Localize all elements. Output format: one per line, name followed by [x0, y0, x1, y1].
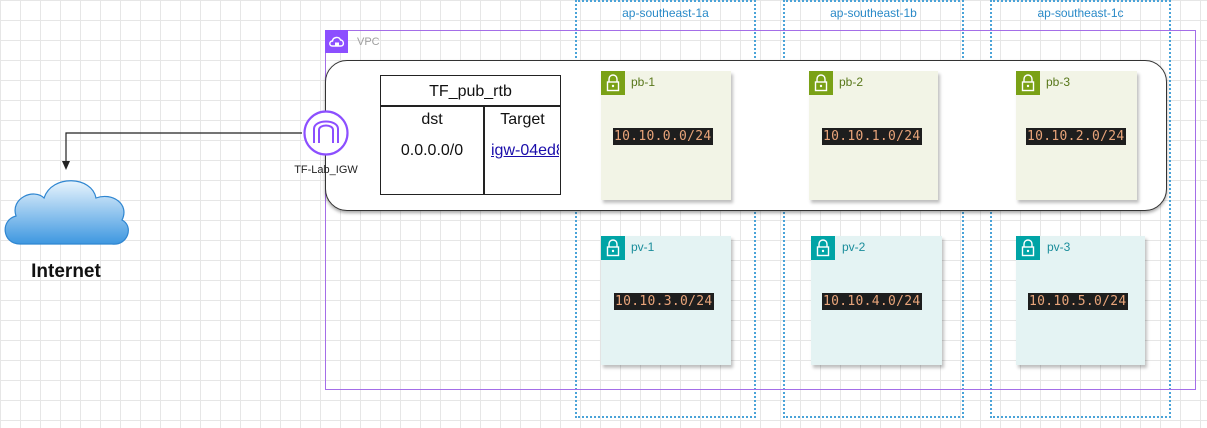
route-table-header-dst: dst [421, 111, 443, 128]
route-table[interactable]: TF_pub_rtb dst Target 0.0.0.0/0 igw-04ed… [380, 75, 561, 195]
igw-to-internet-arrow [62, 132, 302, 170]
subnet-name: pb-3 [1046, 75, 1071, 89]
private-subnet-pv-3[interactable]: pv-3 10.10.5.0/24 [1016, 236, 1145, 365]
public-subnet-pb-3[interactable]: pb-3 10.10.2.0/24 [1016, 71, 1137, 200]
padlock-icon [601, 71, 625, 95]
subnet-cidr: 10.10.3.0/24 [614, 293, 714, 310]
az-label-1b: ap-southeast-1b [830, 6, 917, 20]
internet-gateway-icon[interactable] [302, 109, 350, 157]
route-table-divider-v [483, 105, 485, 195]
subnet-name: pb-1 [631, 75, 656, 89]
route-table-header-target: Target [500, 111, 545, 128]
internet-label: Internet [31, 261, 101, 282]
private-subnet-pv-1[interactable]: pv-1 10.10.3.0/24 [601, 236, 731, 365]
subnet-name: pb-2 [839, 75, 864, 89]
route-table-divider-h [381, 105, 560, 107]
subnet-cidr: 10.10.4.0/24 [822, 293, 922, 310]
padlock-icon [811, 236, 835, 260]
internet-cloud-icon[interactable] [0, 168, 132, 252]
route-table-cell-dst: 0.0.0.0/0 [400, 142, 464, 159]
az-label-1a: ap-southeast-1a [622, 6, 709, 20]
padlock-icon [809, 71, 833, 95]
subnet-name: pv-2 [842, 240, 866, 254]
route-table-cell-target-link[interactable]: igw-04ed8 [491, 142, 559, 159]
igw-label: TF-Lab_IGW [294, 164, 358, 176]
vpc-box[interactable] [325, 30, 1196, 390]
az-label-1c: ap-southeast-1c [1037, 6, 1124, 20]
private-subnet-pv-2[interactable]: pv-2 10.10.4.0/24 [811, 236, 942, 365]
public-subnet-pb-2[interactable]: pb-2 10.10.1.0/24 [809, 71, 938, 200]
subnet-cidr: 10.10.0.0/24 [613, 128, 713, 145]
subnet-name: pv-3 [1047, 240, 1071, 254]
subnet-cidr: 10.10.1.0/24 [822, 128, 922, 145]
subnet-cidr: 10.10.5.0/24 [1028, 293, 1128, 310]
vpc-cloud-lock-icon [325, 30, 348, 53]
padlock-icon [601, 236, 625, 260]
padlock-icon [1016, 236, 1040, 260]
padlock-icon [1016, 71, 1040, 95]
subnet-cidr: 10.10.2.0/24 [1026, 128, 1126, 145]
subnet-name: pv-1 [631, 240, 655, 254]
public-subnet-pb-1[interactable]: pb-1 10.10.0.0/24 [601, 71, 731, 200]
vpc-label: VPC [357, 36, 380, 48]
route-table-title: TF_pub_rtb [429, 83, 512, 100]
